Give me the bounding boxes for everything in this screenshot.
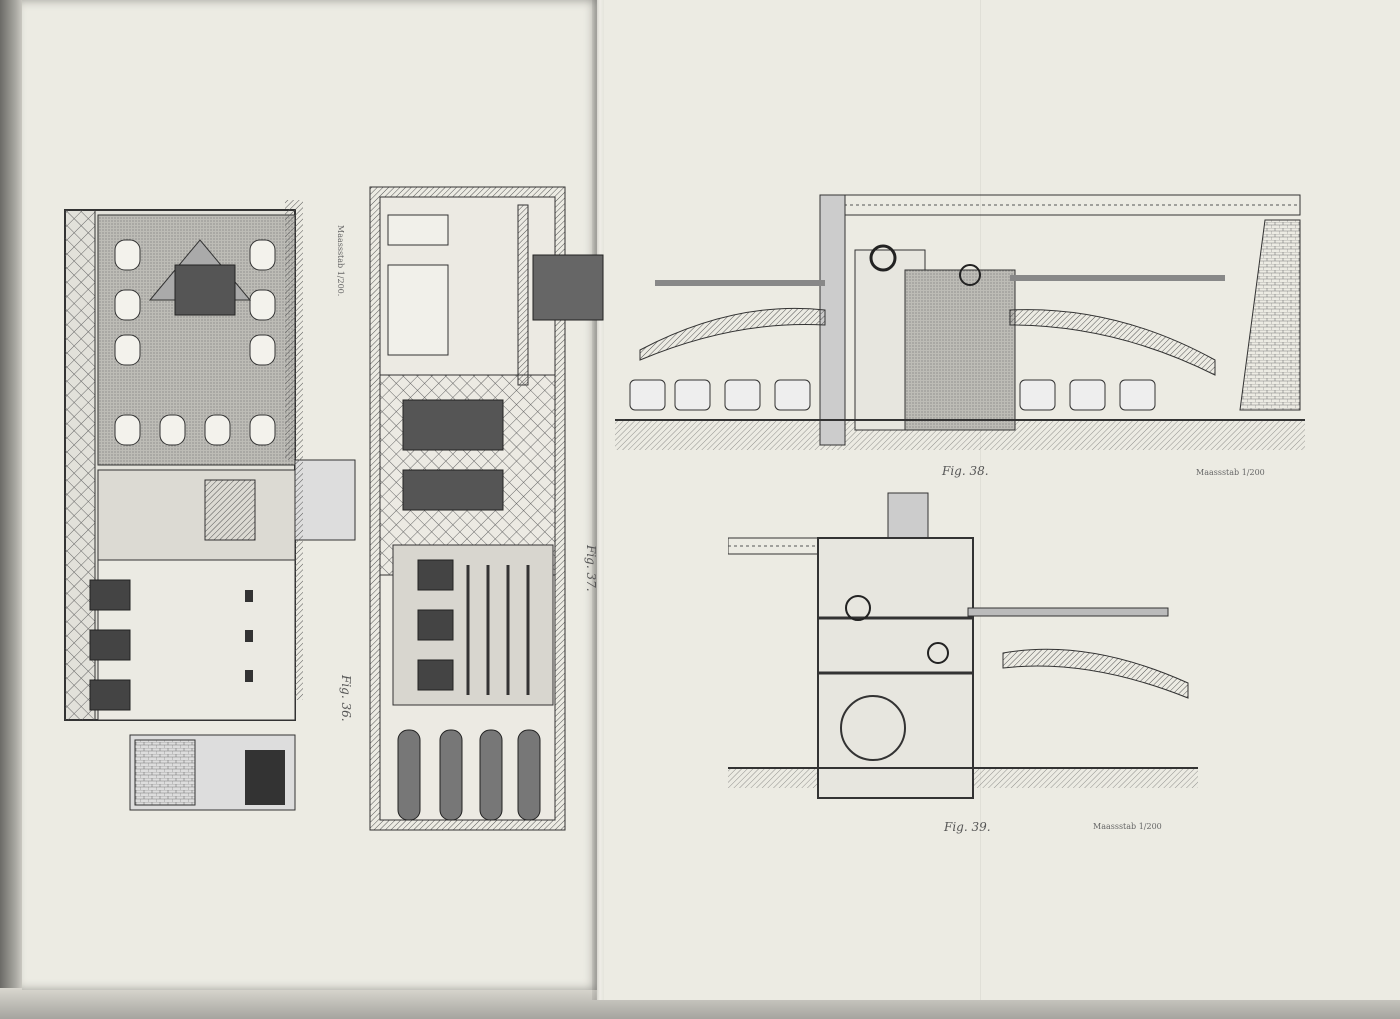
right-page (597, 0, 1400, 1000)
figure-36-scale: Maassstab 1/200. (336, 225, 345, 297)
book-edge (0, 0, 26, 1019)
figure-36-caption: Fig. 36. (339, 675, 353, 722)
figure-39-scale: Maassstab 1/200 (1093, 822, 1162, 831)
figure-36-drawing (64, 200, 356, 811)
figure-38-scale: Maassstab 1/200 (1196, 468, 1265, 477)
book-spine (592, 0, 604, 1000)
figure-37-caption: Fig. 37. (584, 545, 598, 592)
figure-39-drawing (728, 492, 1198, 799)
figure-38-drawing (615, 194, 1305, 450)
figure-39-caption: Fig. 39. (944, 820, 991, 834)
figure-37-drawing (369, 186, 604, 831)
page-fold (980, 0, 981, 1000)
figure-38-caption: Fig. 38. (942, 464, 989, 478)
